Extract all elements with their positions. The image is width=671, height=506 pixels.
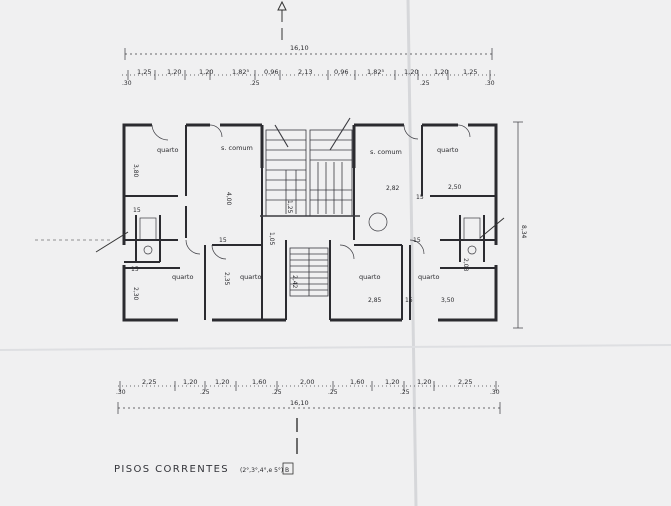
top-subdim-3: .25 bbox=[420, 80, 430, 87]
top-overall-label: 16,10 bbox=[290, 44, 309, 52]
room-label-s-comum-left: s. comum bbox=[221, 144, 253, 152]
building-walls bbox=[122, 123, 498, 322]
room-dim-235: 2,35 bbox=[223, 272, 230, 286]
bottom-dim-3: 1,20 bbox=[215, 378, 229, 386]
bottom-subdim-6: .30 bbox=[490, 389, 500, 396]
room-label-quarto-bottom-1: quarto bbox=[172, 273, 193, 281]
top-dim-8: 1,82⁵ bbox=[367, 68, 384, 76]
interior-walls bbox=[124, 125, 496, 320]
top-dim-11: 1,25 bbox=[463, 68, 477, 76]
room-dim-15e: 15 bbox=[413, 237, 421, 244]
top-dim-4: 1,82⁵ bbox=[232, 68, 249, 76]
bottom-subdim-1: .30 bbox=[116, 389, 126, 396]
bottom-subdim-2: .25 bbox=[200, 389, 210, 396]
room-dim-380: 3,80 bbox=[132, 164, 139, 178]
room-label-quarto-top-right: quarto bbox=[437, 146, 458, 154]
right-dimension bbox=[513, 121, 523, 329]
room-label-quarto-bottom-2: quarto bbox=[240, 273, 261, 281]
top-dim-2: 1,20 bbox=[167, 68, 181, 76]
bottom-dim-8: 1,20 bbox=[417, 378, 431, 386]
bottom-dim-2: 1,20 bbox=[183, 378, 197, 386]
top-subdim-1: .30 bbox=[122, 80, 132, 87]
room-dim-125: 1,25 bbox=[286, 200, 293, 214]
top-subdim-2: .25 bbox=[250, 80, 260, 87]
top-dim-3: 1,20 bbox=[199, 68, 213, 76]
top-dim-7: 0,96 bbox=[334, 68, 348, 76]
bottom-dim-7: 1,20 bbox=[385, 378, 399, 386]
top-dim-10: 1,20 bbox=[434, 68, 448, 76]
room-dim-105: 1,05 bbox=[268, 232, 275, 246]
bottom-overall-label: 16,10 bbox=[290, 399, 309, 407]
room-dim-350: 3,50 bbox=[441, 297, 455, 304]
room-dim-15b: 15 bbox=[219, 237, 227, 244]
bottom-dim-5: 2,00 bbox=[300, 378, 314, 386]
drawing-caption: PISOS CORRENTES bbox=[114, 464, 229, 475]
room-dim-242: 2,42 bbox=[291, 275, 298, 289]
room-label-s-comum-right: s. comum bbox=[370, 148, 402, 156]
top-dim-9: 1,20 bbox=[404, 68, 418, 76]
room-dim-250: 2,50 bbox=[448, 184, 462, 191]
stair-core bbox=[260, 117, 360, 217]
room-dim-230: 2,30 bbox=[132, 287, 139, 301]
right-dim-label: 8,34 bbox=[520, 225, 527, 239]
top-subdim-4: .30 bbox=[485, 80, 495, 87]
room-label-quarto-bottom-4: quarto bbox=[418, 273, 439, 281]
top-partial-dimensions bbox=[122, 70, 495, 80]
bottom-dim-1: 2,25 bbox=[142, 378, 156, 386]
bottom-partial-dimensions bbox=[118, 381, 500, 391]
drawing-caption-note: (2°,3°,4°,e 5°) bbox=[240, 467, 283, 474]
top-dim-5: 0,96 bbox=[264, 68, 278, 76]
top-section-marker bbox=[277, 0, 287, 40]
door-swings bbox=[151, 124, 471, 260]
section-marker-box bbox=[282, 462, 294, 475]
stair-flight bbox=[289, 247, 329, 297]
room-dim-15d: 15 bbox=[405, 297, 413, 304]
bottom-overall-dimension bbox=[117, 402, 501, 414]
top-dim-6: 2,13 bbox=[298, 68, 312, 76]
room-dim-285: 2,85 bbox=[368, 297, 382, 304]
section-marker-letter: B bbox=[285, 467, 289, 474]
room-label-quarto-bottom-3: quarto bbox=[359, 273, 380, 281]
room-label-quarto-top-left: quarto bbox=[157, 146, 178, 154]
room-dim-208: 2,08 bbox=[462, 258, 469, 272]
room-dim-400: 4,00 bbox=[225, 192, 232, 206]
bathroom-fixtures bbox=[139, 212, 481, 255]
room-dim-15f: 15 bbox=[131, 266, 139, 273]
room-dim-282: 2,82 bbox=[386, 185, 400, 192]
bottom-dim-4: 1,60 bbox=[252, 378, 266, 386]
paper-fold bbox=[406, 0, 418, 506]
room-dim-15c: 15 bbox=[416, 194, 424, 201]
top-dim-1: 1,25 bbox=[137, 68, 151, 76]
annotation-arrows bbox=[35, 217, 505, 253]
paper-fold-horizontal bbox=[0, 344, 671, 351]
room-dim-15a: 15 bbox=[133, 207, 141, 214]
bottom-dim-9: 2,25 bbox=[458, 378, 472, 386]
bottom-subdim-4: .25 bbox=[328, 389, 338, 396]
top-overall-dimension bbox=[124, 48, 493, 60]
bottom-subdim-3: .25 bbox=[272, 389, 282, 396]
bottom-subdim-5: .25 bbox=[400, 389, 410, 396]
bottom-dim-6: 1,60 bbox=[350, 378, 364, 386]
